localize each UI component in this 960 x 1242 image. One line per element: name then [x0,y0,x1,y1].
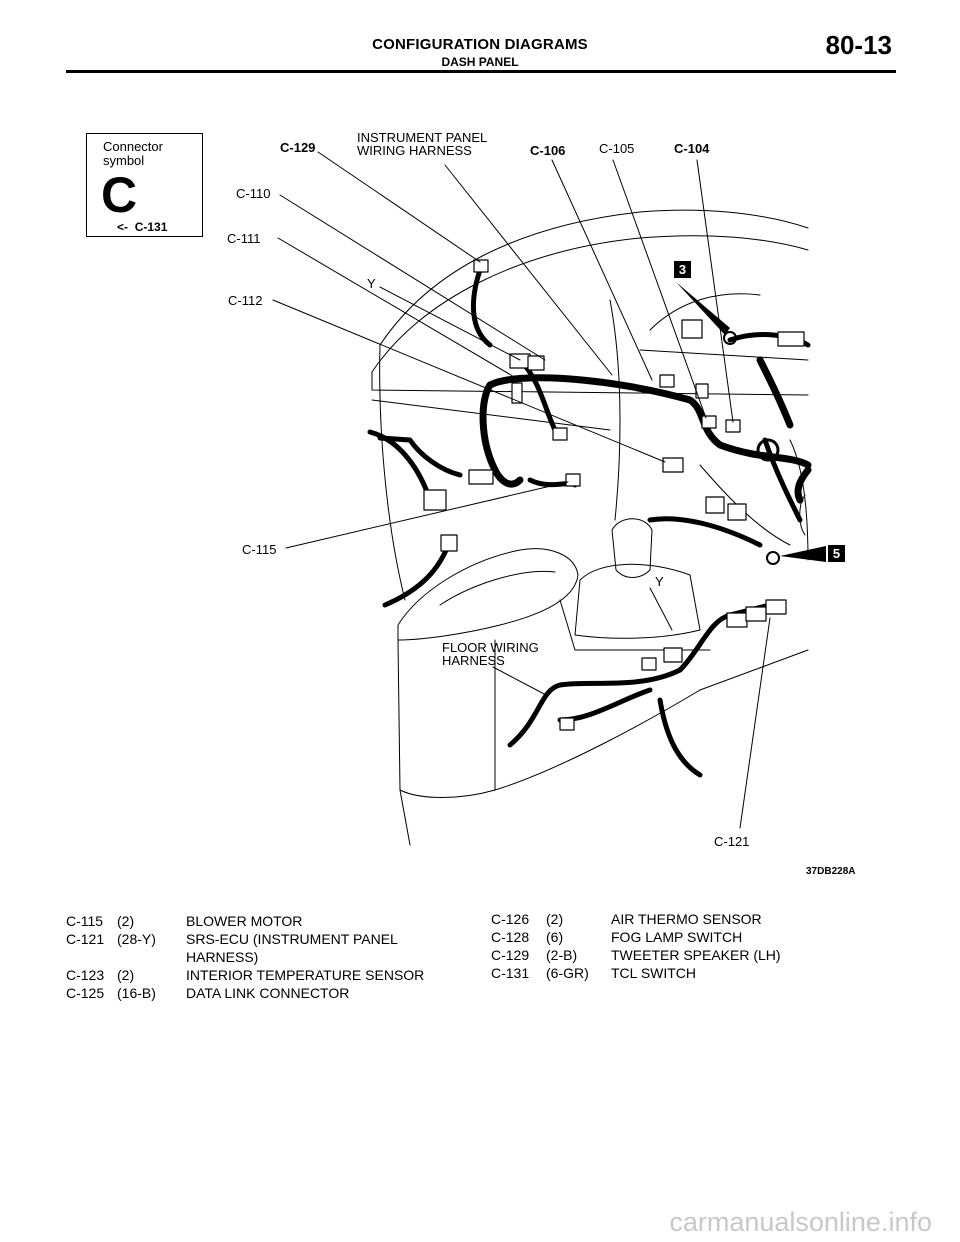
connector-symbol-ref: <- C-131 [117,220,167,234]
leader-lines [272,151,771,829]
watermark: carmanualsonline.info [669,1207,932,1237]
label-c106: C-106 [530,143,566,158]
page-title: CONFIGURATION DIAGRAMS [372,36,588,53]
legend-code: C-123 [66,967,105,983]
label-ip-harness-line2: WIRING HARNESS [357,143,472,158]
label-floor-harness-line1: FLOOR WIRING [442,640,539,655]
legend-name: DATA LINK CONNECTOR [186,985,350,1001]
legend-name: INTERIOR TEMPERATURE SENSOR [186,967,425,983]
ground-point-5 [766,551,780,565]
legend-name: BLOWER MOTOR [186,913,303,929]
dashboard-outline [371,209,809,846]
legend-code: C-125 [66,985,105,1001]
label-c111: C-111 [227,231,261,246]
label-floor-harness: FLOOR WIRING HARNESS [442,641,539,667]
badge-5-pointer [780,546,826,562]
label-c112: C-112 [228,293,263,308]
label-y-upper: Y [367,276,376,291]
ground-point-3 [723,331,737,345]
instrument-panel-harness [479,356,812,504]
legend-name: TWEETER SPEAKER (LH) [611,947,781,963]
label-c121: C-121 [714,834,750,849]
legend-name: AIR THERMO SENSOR [611,911,762,927]
legend-pins: (2) [546,911,564,927]
legend-code: C-126 [491,911,530,927]
legend-pins: (6-GR) [546,965,589,981]
label-c104: C-104 [674,141,710,156]
connector-symbol-ref-code: C-131 [134,220,168,234]
legend-name: FOG LAMP SWITCH [611,929,743,945]
connector-symbol-letter: C [101,167,138,223]
legend-name-continuation: HARNESS) [186,949,259,965]
legend-pins: (2) [117,967,135,983]
badge-3-pointer [676,282,730,335]
label-c115: C-115 [242,542,277,557]
connector-symbol-label-1: Connector [103,139,163,154]
legend-code: C-115 [66,913,104,929]
grommet [756,438,780,462]
legend-pins: (28-Y) [117,931,156,947]
connector-symbol-label-2: symbol [103,153,145,168]
connector-symbol-arrow: <- [117,220,129,234]
legend-code: C-131 [491,965,530,981]
legend-code: C-129 [491,947,530,963]
legend-pins: (2) [117,913,135,929]
legend-pins: (6) [546,929,564,945]
figure-code: 37DB228A [806,866,856,877]
connector-symbol-box: Connector symbol C <- C-131 [86,133,203,237]
legend-name: SRS-ECU (INSTRUMENT PANEL [186,931,398,947]
label-c110: C-110 [236,186,271,201]
label-y-lower: Y [655,574,664,589]
legend-code: C-121 [66,931,105,947]
label-ip-harness-line1: INSTRUMENT PANEL [357,130,488,145]
label-floor-harness-line2: HARNESS [442,653,505,668]
label-ip-harness: INSTRUMENT PANEL WIRING HARNESS [357,131,487,157]
legend-pins: (2-B) [546,947,578,963]
page-subtitle: DASH PANEL [441,55,519,69]
floor-wiring-harness [507,602,773,778]
badge-3: 3 [674,261,691,278]
legend-name: TCL SWITCH [611,965,697,981]
page-number: 80-13 [825,30,893,60]
legend-code: C-128 [491,929,530,945]
label-c105: C-105 [599,141,635,156]
header-rule [66,70,896,73]
badge-5: 5 [828,545,845,562]
legend-pins: (16-B) [117,985,156,1001]
label-c129: C-129 [280,140,316,155]
connector-blocks [423,259,805,731]
harness-branches [367,267,811,608]
